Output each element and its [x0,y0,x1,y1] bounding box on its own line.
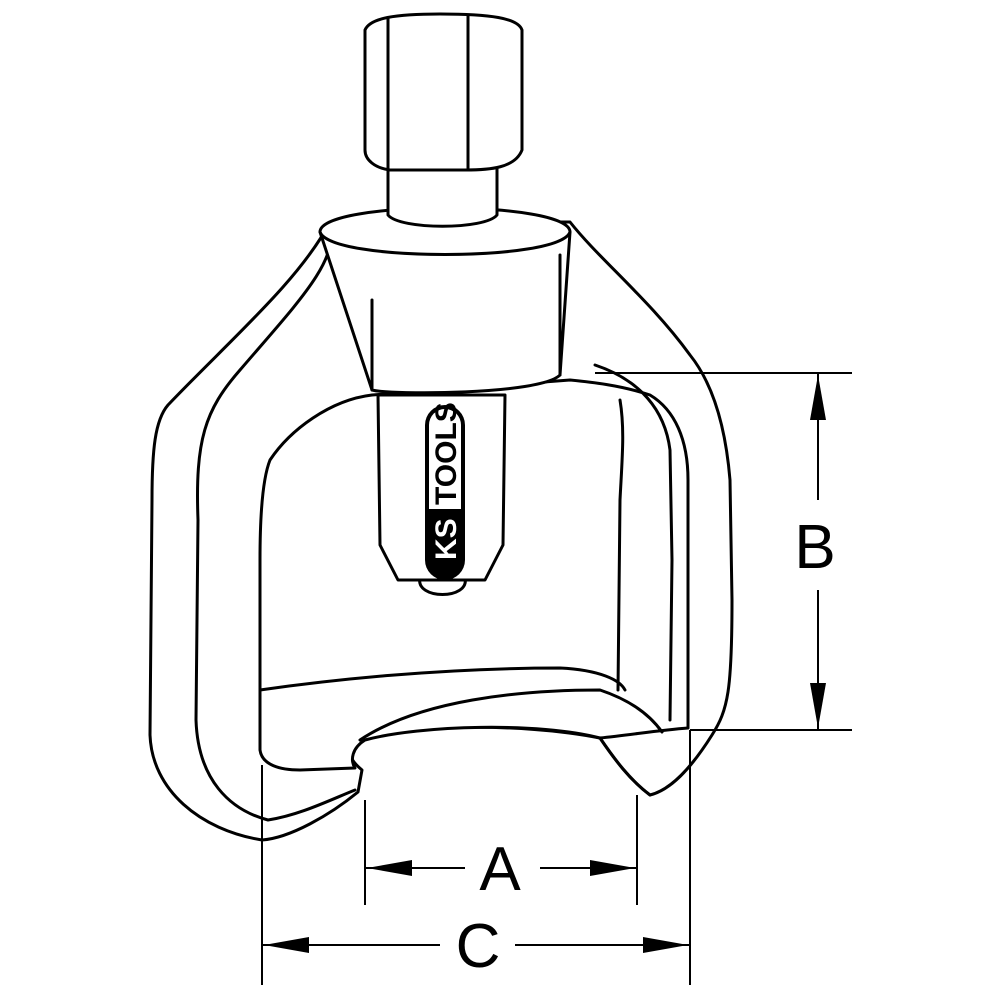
hex-nut [363,12,524,172]
dimension-a: A [364,795,638,905]
label-b: B [794,513,835,582]
dimension-b: B [595,372,852,731]
logo-text-ks: KS [430,518,463,560]
label-a: A [479,835,521,904]
dimension-c: C [261,730,691,985]
logo-text-tools: TOOLS [430,402,463,505]
ks-tools-logo: KS TOOLS [425,402,465,580]
body-cylinder [318,206,572,395]
shaft [386,163,499,228]
label-c: C [456,912,501,981]
